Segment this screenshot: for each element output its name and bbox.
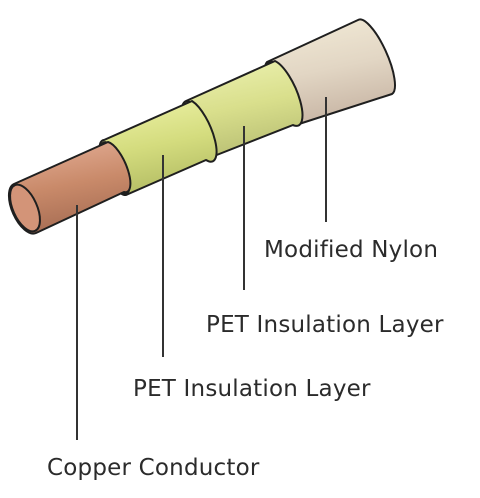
label-pet-insulation-inner: PET Insulation Layer: [133, 376, 371, 402]
label-modified-nylon: Modified Nylon: [264, 237, 439, 263]
copper-segment: [7, 141, 132, 235]
label-pet-insulation-outer: PET Insulation Layer: [206, 312, 444, 338]
label-copper-conductor: Copper Conductor: [47, 455, 260, 481]
